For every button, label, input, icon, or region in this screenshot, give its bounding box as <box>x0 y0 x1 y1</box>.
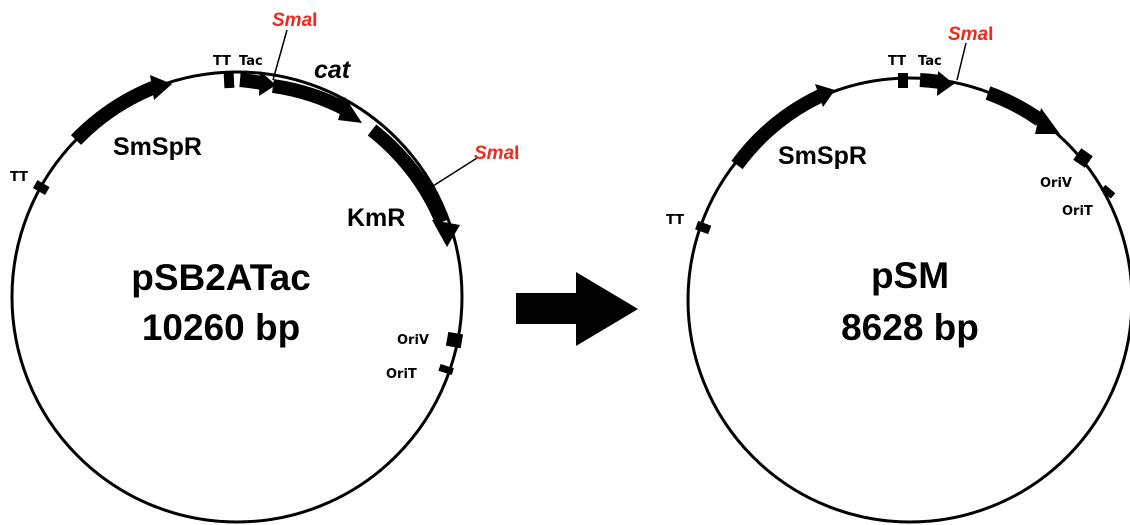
smspr-label: SmSpR <box>113 133 202 161</box>
plasmid-left-backbone <box>10 70 464 524</box>
smai-site-2-label: SmaI <box>474 143 519 164</box>
plasmid-left-name: pSB2ATac <box>131 257 311 298</box>
oriv-label: OriV <box>397 333 429 348</box>
plasmid-right-name: pSM <box>871 255 949 296</box>
kmr-gene-arrowhead <box>432 220 460 247</box>
kmr-label: KmR <box>347 204 405 232</box>
cat-gene-arrow <box>271 79 351 117</box>
kmr-gene-arrow <box>367 124 449 225</box>
right-arrow-icon <box>516 272 638 346</box>
plasmid-right: SmaI TT Tac TT OriV OriT SmSpR pSM 8628 … <box>666 24 1130 524</box>
tt-left-label-right: TT <box>666 213 684 228</box>
smspr-gene-arrowhead <box>150 75 172 100</box>
oriv-label-right: OriV <box>1040 176 1072 191</box>
orit-marker-right <box>1100 184 1116 199</box>
smai-site-2-line <box>432 157 478 187</box>
tac-label: Tac <box>239 54 263 69</box>
smai-site-1-label: SmaI <box>272 10 317 31</box>
tac-promoter-arrowhead-right <box>937 71 954 96</box>
smspr-gene-arrow-right <box>731 89 824 170</box>
oriv-marker-right <box>1073 148 1093 168</box>
tt-top-label: TT <box>213 54 231 69</box>
orit-label-right: OriT <box>1062 204 1093 219</box>
plasmid-left-size: 10260 bp <box>142 307 300 348</box>
plasmid-right-size: 8628 bp <box>841 307 979 348</box>
smai-site-right-label: SmaI <box>948 24 993 45</box>
tt-left-marker-right <box>695 220 712 235</box>
tac-promoter-arrowhead <box>259 71 276 96</box>
smspr-gene-arrow <box>70 80 158 145</box>
tac-label-right: Tac <box>918 54 942 69</box>
smai-site-1-line <box>272 29 288 81</box>
smai-site-right-line <box>956 42 967 81</box>
oriv-marker <box>445 331 464 349</box>
tac-promoter-arrow-right <box>919 73 942 89</box>
cat-label: cat <box>314 56 352 84</box>
tt-left-label: TT <box>10 170 28 185</box>
orit-marker <box>438 364 454 376</box>
tt-top-marker <box>223 72 235 89</box>
smspr-label-right: SmSpR <box>778 142 867 170</box>
cat-gene-arrowhead <box>338 97 362 123</box>
gene-arrow-right <box>985 86 1045 126</box>
orit-label: OriT <box>386 367 417 382</box>
tt-left-marker <box>32 180 50 195</box>
plasmid-right-backbone <box>686 76 1130 524</box>
tac-promoter-arrow <box>239 73 264 90</box>
smspr-gene-arrowhead-right <box>815 84 835 107</box>
tt-top-label-right: TT <box>888 54 906 69</box>
gene-arrowhead-right <box>1035 108 1060 134</box>
tt-top-marker-right <box>898 73 908 88</box>
plasmid-left: SmaI SmaI TT Tac TT OriV OriT SmSpR cat … <box>10 10 519 524</box>
